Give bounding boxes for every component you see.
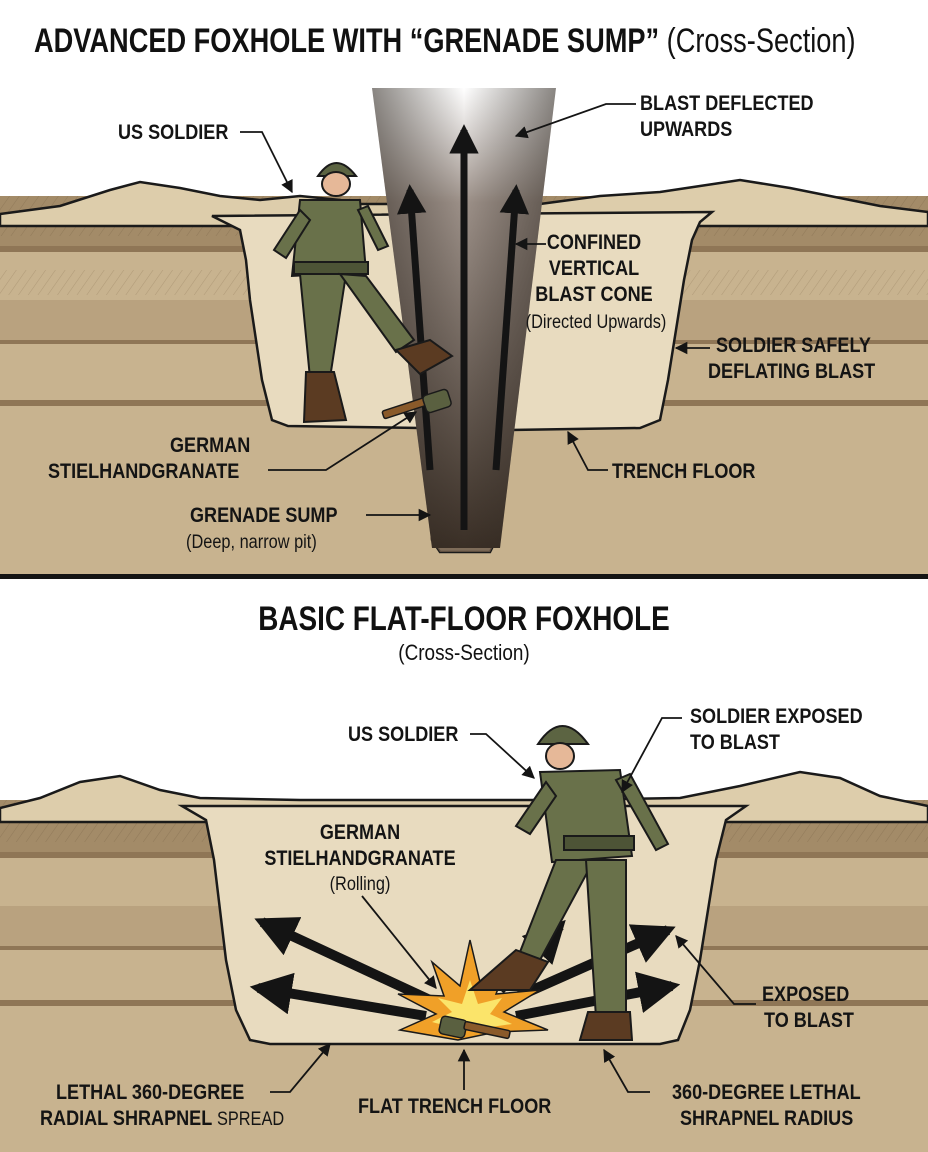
bottom-foxhole-cross-section	[0, 717, 928, 1152]
label-lethal-2-bold: RADIAL SHRAPNEL	[40, 1107, 212, 1130]
label-confined-3: BLAST CONE	[535, 283, 653, 306]
leader-blast-deflected	[514, 103, 636, 139]
label-german-bottom-1: GERMAN	[319, 821, 401, 844]
leader-lethal-spread	[270, 1043, 331, 1093]
label-exposed-top-1: SOLDIER EXPOSED	[690, 705, 863, 728]
label-lethal-1: LETHAL 360-DEGREE	[56, 1081, 245, 1104]
label-lethal-2: RADIAL SHRAPNEL SPREAD	[40, 1106, 284, 1133]
label-flat-trench-floor: FLAT TRENCH FLOOR	[358, 1095, 552, 1118]
label-exposed-2: TO BLAST	[764, 1009, 854, 1032]
leader-exposed-to-blast	[675, 935, 756, 1005]
label-grenade-sump: GRENADE SUMP	[190, 504, 338, 527]
label-german-bottom-2: STIELHANDGRANATE	[264, 847, 456, 870]
label-blast-deflected-2: UPWARDS	[640, 118, 733, 141]
label-exposed-1: EXPOSED	[762, 983, 850, 1006]
label-grenade-sump-sub: (Deep, narrow pit)	[186, 532, 317, 553]
top-title-normal: (Cross-Section)	[666, 22, 856, 60]
leader-us-soldier-bottom	[470, 733, 535, 779]
panel-divider	[0, 574, 928, 579]
bottom-subtitle: (Cross-Section)	[398, 640, 530, 665]
label-confined-sub: (Directed Upwards)	[525, 312, 667, 333]
grenade-bottom	[438, 1015, 511, 1040]
label-radius-1: 360-DEGREE LETHAL	[672, 1081, 861, 1104]
top-title-bold: ADVANCED FOXHOLE WITH “GRENADE SUMP”	[34, 22, 660, 60]
label-blast-deflected-1: BLAST DEFLECTED	[640, 92, 814, 115]
leader-german-grenade-top	[268, 411, 418, 471]
label-safely-1: SOLDIER SAFELY	[716, 334, 871, 357]
label-safely-2: DEFLATING BLAST	[708, 360, 876, 383]
label-confined-1: CONFINED	[546, 231, 642, 254]
label-us-soldier-top: US SOLDIER	[118, 121, 229, 144]
top-foxhole-cross-section	[0, 88, 928, 574]
label-german-top-2: STIELHANDGRANATE	[48, 460, 240, 483]
bottom-title: BASIC FLAT-FLOOR FOXHOLE	[258, 600, 670, 638]
leader-shrapnel-radius	[603, 1048, 650, 1093]
cone-upward-arrows	[397, 124, 529, 530]
leader-soldier-exposed	[621, 717, 682, 794]
label-trench-floor: TRENCH FLOOR	[612, 460, 756, 483]
label-german-bottom-sub: (Rolling)	[329, 874, 391, 895]
leader-trench-floor	[567, 430, 608, 471]
label-german-top-1: GERMAN	[170, 434, 251, 457]
top-title: ADVANCED FOXHOLE WITH “GRENADE SUMP” (Cr…	[34, 22, 856, 61]
grenade-top	[381, 388, 452, 420]
label-exposed-top-2: TO BLAST	[690, 731, 780, 754]
leader-german-grenade-bottom	[361, 895, 437, 989]
us-soldier-top	[272, 162, 454, 424]
label-confined-2: VERTICAL	[548, 257, 640, 280]
label-lethal-2-normal: SPREAD	[216, 1109, 285, 1130]
leader-us-soldier-top	[240, 131, 293, 194]
label-us-soldier-bottom: US SOLDIER	[348, 723, 459, 746]
label-radius-2: SHRAPNEL RADIUS	[680, 1107, 854, 1130]
